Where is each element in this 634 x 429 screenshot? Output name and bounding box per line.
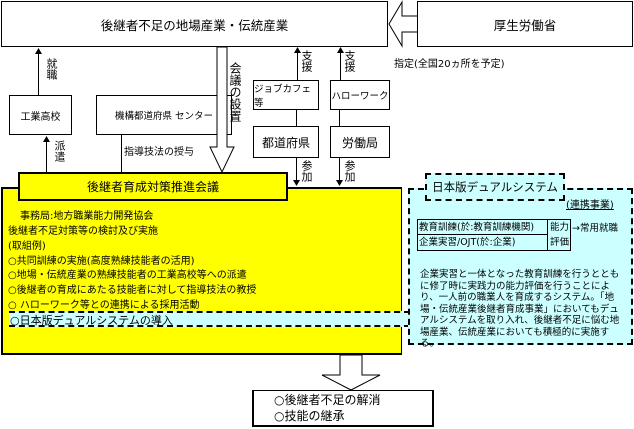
table-cell-ojt: 企業実習/OJT(於:企業) <box>419 237 516 248</box>
participate-label-1: 参加 <box>300 160 313 182</box>
participate-line-2 <box>339 158 340 182</box>
result-item: ○技能の継承 <box>274 409 345 423</box>
jobcafe-box-label: ジョブカフェ等 <box>254 84 312 109</box>
ministry-arrow <box>388 0 419 48</box>
connector-line-1 <box>296 110 297 126</box>
labor-bureau-box-label: 労働局 <box>341 135 378 150</box>
dual-system-outcome: →常用就職 <box>572 223 618 234</box>
employment-label: 就職 <box>45 58 58 80</box>
hellowork-box-label: ハローワーク <box>331 91 389 102</box>
dispatch-line <box>46 140 47 185</box>
center-box-label: 機構都道府県 センター <box>114 111 214 122</box>
table-row-training: 教育訓練(於:教育訓練機関) <box>418 220 548 235</box>
council-panel <box>1 187 402 355</box>
participate-line-1 <box>296 158 297 182</box>
industry-box: 後継者不足の地場産業・伝統産業 <box>1 1 388 47</box>
council-item: ○ ハローワーク等との連携による採用活動 <box>8 300 200 311</box>
support-line-1 <box>297 50 298 80</box>
council-title: 後継者育成対策推進会議 <box>86 180 219 194</box>
designation-note: 指定(全国20ヵ所を予定) <box>394 59 505 70</box>
school-box: 工業高校 <box>9 95 72 135</box>
employment-line <box>38 52 39 95</box>
result-box: ○後継者不足の解消 ○技能の継承 <box>252 390 434 427</box>
arrowhead-up-icon <box>294 47 301 53</box>
ministry-box-label: 厚生労働省 <box>493 17 557 33</box>
council-examples-header: (取組例) <box>8 241 46 252</box>
arrowhead-up-icon <box>43 136 50 142</box>
arrowhead-up-icon <box>35 48 42 54</box>
dual-system-title: 日本版デュアルシステム <box>432 180 558 194</box>
arrowhead-down-icon <box>293 180 300 186</box>
result-item: ○後継者不足の解消 <box>274 393 381 407</box>
arrowhead-down-icon <box>336 180 343 186</box>
dual-system-description: 企業実習と一体となった教育訓練を行うとともに修了時に実践力の能力評価を行うことに… <box>420 269 620 349</box>
table-row-ojt: 企業実習/OJT(於:企業) <box>418 235 548 250</box>
prefecture-box-label: 都道府県 <box>261 135 310 150</box>
council-setup-arrow <box>209 46 235 174</box>
council-item-dual-highlight <box>9 311 410 327</box>
dual-system-title-box: 日本版デュアルシステム <box>425 173 565 201</box>
prefecture-box: 都道府県 <box>253 126 319 158</box>
ministry-box: 厚生労働省 <box>417 1 633 47</box>
eval-label-1: 能力 <box>549 222 569 233</box>
support-label-1: 支援 <box>300 50 313 72</box>
council-item: ○日本版デュアルシステムの導入 <box>10 314 173 327</box>
council-item: ○地場・伝統産業の熟練技能者の工業高校等への派遣 <box>8 270 247 281</box>
industry-box-label: 後継者不足の地場産業・伝統産業 <box>100 17 289 33</box>
council-item: ○後継者の育成にあたる技能者に対して指導技法の教授 <box>8 285 257 296</box>
support-label-2: 支援 <box>343 50 356 72</box>
dual-system-panel <box>408 188 633 345</box>
jobcafe-box: ジョブカフェ等 <box>253 80 319 110</box>
council-purpose: 後継者不足対策等の検討及び実施 <box>8 226 158 237</box>
table-cell-training: 教育訓練(於:教育訓練機関) <box>419 222 535 233</box>
table-cell-eval: 能力 評価 <box>549 220 570 250</box>
center-box: 機構都道府県 センター <box>96 95 232 135</box>
dual-system-table: 教育訓練(於:教育訓練機関) 企業実習/OJT(於:企業) 能力 評価 <box>417 219 571 251</box>
council-setup-label: 会議の設置 <box>228 62 242 122</box>
labor-bureau-box: 労働局 <box>330 126 390 158</box>
arrowhead-up-icon <box>337 47 344 53</box>
eval-label-2: 評価 <box>549 237 569 248</box>
dispatch-label: 派遣 <box>53 140 66 162</box>
hellowork-box: ハローワーク <box>330 80 390 110</box>
dual-system-tag: (連携事業) <box>566 200 614 211</box>
instruction-label: 指導技法の授与 <box>124 147 194 158</box>
school-box-label: 工業高校 <box>20 111 61 123</box>
council-title-box: 後継者育成対策推進会議 <box>18 172 288 201</box>
participate-label-2: 参加 <box>343 160 356 182</box>
connector-line-2 <box>339 110 340 126</box>
support-line-2 <box>340 50 341 80</box>
council-item: ○共同訓練の実施(高度熟練技能者の活用) <box>8 256 195 267</box>
council-secretariat: 事務局:地方職業能力開発協会 <box>20 211 154 222</box>
instruction-line <box>121 135 122 181</box>
result-arrow <box>321 354 381 391</box>
